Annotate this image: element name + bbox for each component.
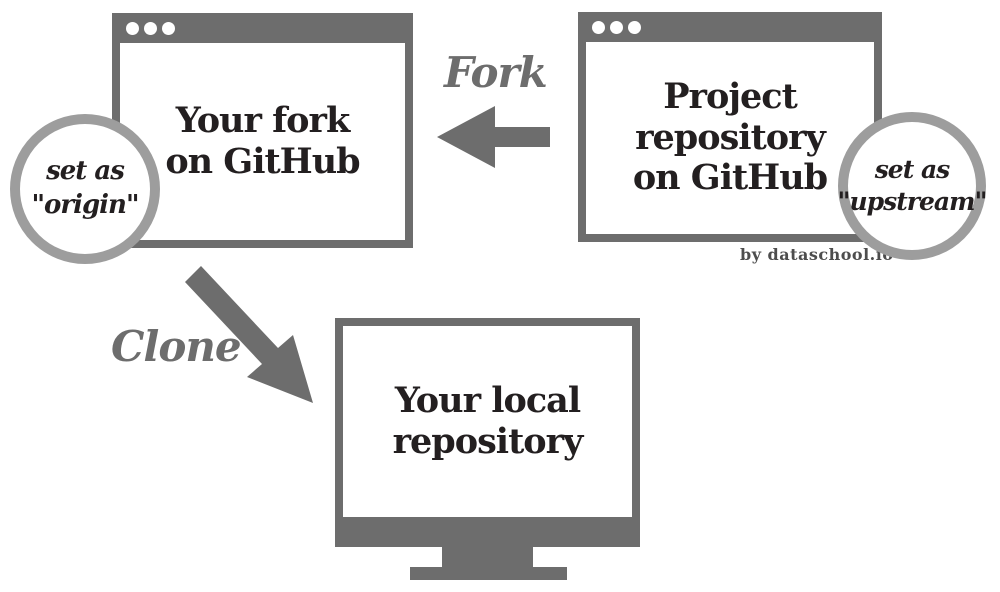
- monitor-screen: Your local repository: [343, 326, 632, 517]
- title-line: Project: [663, 76, 798, 118]
- window-dot-icon: [144, 22, 157, 35]
- title-line: repository: [392, 420, 584, 462]
- title-line: Your local: [394, 379, 581, 421]
- window-controls: [592, 21, 641, 34]
- local-repository-monitor: Your local repository: [335, 318, 640, 547]
- title-line: on GitHub: [165, 140, 360, 182]
- badge-line: "origin": [31, 190, 140, 220]
- window-dot-icon: [610, 21, 623, 34]
- window-dot-icon: [628, 21, 641, 34]
- window-dot-icon: [162, 22, 175, 35]
- project-repository-window: Project repository on GitHub: [578, 12, 882, 242]
- fork-window: Your fork on GitHub: [112, 13, 413, 248]
- clone-arrow-label: Clone: [111, 322, 242, 371]
- upstream-badge: set as "upstream": [837, 112, 988, 260]
- badge-line: set as: [46, 156, 125, 187]
- title-line: on GitHub: [632, 157, 828, 199]
- monitor-stand-base: [410, 567, 567, 580]
- window-dot-icon: [126, 22, 139, 35]
- credit-text: by dataschool.io: [740, 245, 894, 264]
- window-dot-icon: [592, 21, 605, 34]
- project-repository-window-title: Project repository on GitHub: [632, 76, 828, 199]
- local-repository-title: Your local repository: [392, 379, 584, 462]
- fork-arrow-icon: [437, 106, 550, 168]
- badge-line: "upstream": [837, 187, 987, 216]
- fork-window-body: Your fork on GitHub: [120, 43, 405, 240]
- origin-badge: set as "origin": [10, 114, 160, 264]
- title-line: repository: [635, 116, 826, 158]
- badge-line: set as: [874, 154, 951, 184]
- project-repository-window-body: Project repository on GitHub: [586, 42, 874, 234]
- monitor-stand-neck: [442, 546, 533, 567]
- title-line: Your fork: [175, 99, 350, 141]
- fork-window-title: Your fork on GitHub: [165, 99, 360, 182]
- fork-arrow-label: Fork: [444, 48, 548, 97]
- window-controls: [126, 22, 175, 35]
